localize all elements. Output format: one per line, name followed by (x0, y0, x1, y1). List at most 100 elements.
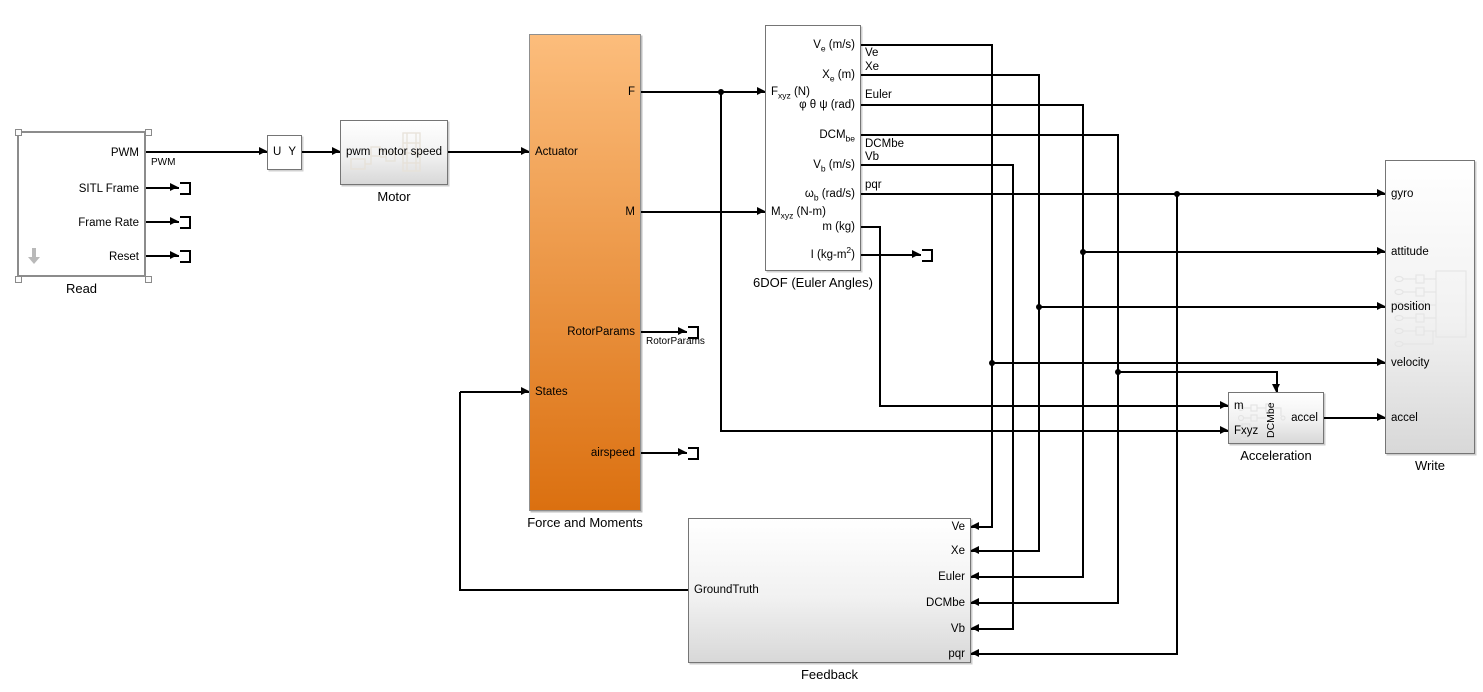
signal-wire[interactable] (146, 187, 179, 189)
signal-label-ve[interactable]: Ve (865, 47, 879, 59)
signal-wire[interactable] (302, 151, 341, 153)
signal-label-vb[interactable]: Vb (865, 151, 880, 163)
signal-wire[interactable] (720, 92, 722, 432)
signal-wire[interactable] (1039, 306, 1386, 308)
signal-wire[interactable] (448, 151, 530, 153)
signal-wire[interactable] (861, 74, 1040, 76)
port-label-euler: Euler (938, 571, 965, 583)
signal-wire[interactable] (991, 45, 993, 528)
port-label-accel: accel (1291, 412, 1318, 424)
signal-wire[interactable] (861, 104, 1084, 106)
signal-label-dcmbe[interactable]: DCMbe (865, 138, 904, 150)
selection-handle[interactable] (15, 276, 22, 283)
signal-label-pwm[interactable]: PWM (151, 157, 176, 168)
signal-wire[interactable] (1176, 194, 1178, 655)
signal-wire[interactable] (459, 392, 461, 591)
signal-wire[interactable] (861, 193, 1386, 195)
arrowhead-icon (521, 147, 529, 155)
port-label--rad: φ θ ψ (rad) (799, 99, 855, 111)
selection-handle[interactable] (15, 129, 22, 136)
signal-label-euler[interactable]: Euler (865, 89, 892, 101)
terminator-icon[interactable] (180, 216, 191, 229)
signal-wire[interactable] (1083, 251, 1386, 253)
signal-wire[interactable] (1012, 165, 1014, 630)
signal-wire[interactable] (971, 550, 1040, 552)
signal-wire[interactable] (641, 331, 687, 333)
port-label-pwm: pwm (346, 146, 371, 158)
terminator-icon[interactable] (688, 447, 699, 460)
selection-handle[interactable] (145, 129, 152, 136)
signal-wire[interactable] (880, 405, 1229, 407)
signal-wire[interactable] (460, 589, 689, 591)
terminator-icon[interactable] (922, 249, 933, 262)
signal-wire[interactable] (641, 211, 766, 213)
block-sixdof[interactable]: Fxyz (N)Mxyz (N-m)Ve (m/s)Xe (m)φ θ ψ (r… (765, 25, 861, 271)
signal-wire[interactable] (721, 430, 1229, 432)
selection-handle[interactable] (145, 276, 152, 283)
arrowhead-icon (332, 147, 340, 155)
signal-wire[interactable] (1082, 105, 1084, 578)
signal-wire[interactable] (861, 254, 921, 256)
port-label-airspeed: airspeed (590, 447, 635, 459)
signal-wire[interactable] (1324, 417, 1386, 419)
arrowhead-icon (1377, 247, 1385, 255)
signal-wire[interactable] (460, 391, 530, 393)
signal-wire[interactable] (146, 151, 268, 153)
signal-wire[interactable] (971, 576, 1084, 578)
block-label-motor: Motor (377, 189, 411, 204)
signal-wire[interactable] (861, 164, 1014, 166)
signal-label-rotorparams[interactable]: RotorParams (646, 336, 705, 347)
signal-wire[interactable] (1038, 75, 1040, 552)
signal-wire[interactable] (992, 362, 1386, 364)
block-label-force-moments: Force and Moments (527, 515, 643, 530)
port-label-f: F (627, 86, 635, 98)
terminator-icon[interactable] (180, 182, 191, 195)
signal-wire[interactable] (1118, 371, 1278, 373)
signal-wire[interactable] (861, 44, 993, 46)
signal-wire[interactable] (861, 226, 881, 228)
port-label-groundtruth: GroundTruth (694, 584, 759, 596)
arrowhead-icon (971, 624, 979, 632)
port-label-f-xyz-n: Fxyz (N) (771, 86, 810, 101)
arrowhead-icon (971, 572, 979, 580)
signal-wire[interactable] (641, 452, 687, 454)
signal-wire[interactable] (971, 526, 993, 528)
arrowhead-icon (971, 649, 979, 657)
port-label-dcm-be: DCMbe (819, 129, 855, 144)
port-label-attitude: attitude (1391, 246, 1429, 258)
branch-dot (718, 89, 724, 95)
signal-wire[interactable] (879, 227, 881, 407)
signal-label-xe[interactable]: Xe (865, 61, 880, 73)
arrowhead-icon (1272, 384, 1280, 392)
port-label-accel: accel (1391, 412, 1418, 424)
signal-wire[interactable] (146, 221, 179, 223)
signal-wire[interactable] (861, 134, 1119, 136)
terminator-icon[interactable] (688, 326, 699, 339)
signal-label-pqr[interactable]: pqr (865, 179, 882, 191)
arrowhead-icon (971, 522, 979, 530)
arrowhead-icon (170, 251, 178, 259)
arrowhead-icon (1220, 426, 1228, 434)
block-label-acceleration: Acceleration (1240, 448, 1312, 463)
port-label-x-e-m: Xe (m) (822, 69, 855, 84)
arrowhead-icon (1377, 302, 1385, 310)
signal-wire[interactable] (971, 602, 1119, 604)
port-label-ve: Ve (951, 521, 965, 533)
signal-wire[interactable] (1276, 372, 1278, 393)
terminator-icon[interactable] (180, 250, 191, 263)
port-label-v-e-m-s: Ve (m/s) (813, 39, 855, 54)
signal-wire[interactable] (971, 653, 1178, 655)
signal-wire[interactable] (971, 628, 1014, 630)
port-label-dcmbe: DCMbe (926, 597, 965, 609)
port-label-velocity: velocity (1391, 357, 1430, 369)
signal-wire[interactable] (146, 255, 179, 257)
signal-wire[interactable] (641, 91, 766, 93)
